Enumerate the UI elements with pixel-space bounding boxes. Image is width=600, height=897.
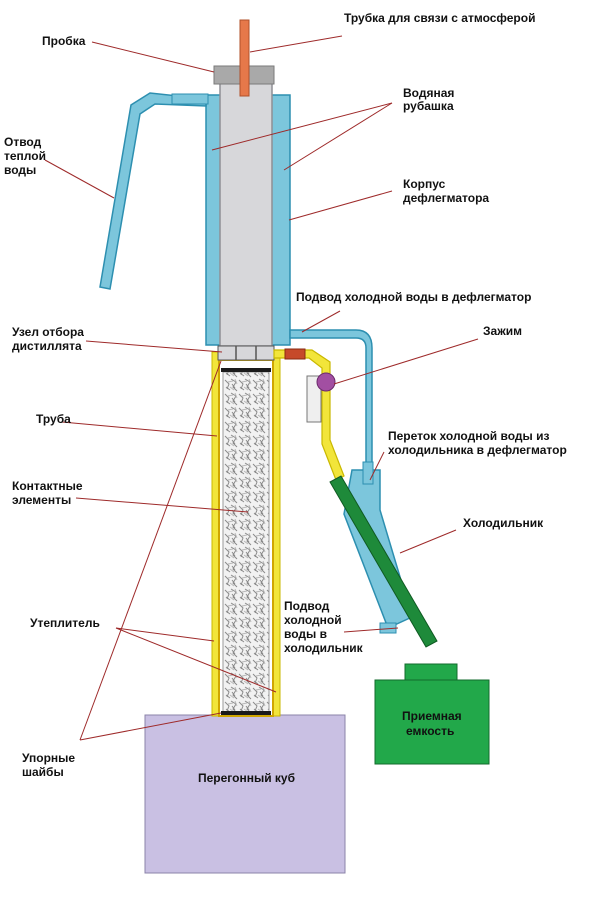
- contact-elements: [222, 371, 270, 713]
- support-washer-top: [221, 368, 271, 372]
- label-cold-in-dephlegmator: Подвод холодной воды в дефлегматор: [296, 290, 531, 304]
- cooler-overflow-stub: [362, 461, 374, 485]
- label-overflow-2: холодильника в дефлегматор: [388, 443, 567, 457]
- label-atmosphere-tube: Трубка для связи с атмосферой: [344, 11, 535, 25]
- clamp-body: [306, 375, 322, 423]
- label-washers-2: шайбы: [22, 765, 64, 779]
- label-warm-outlet-1: Отвод: [4, 135, 42, 149]
- label-cold-in-cooler-3: воды в: [284, 627, 327, 641]
- label-cold-in-cooler-2: холодной: [284, 613, 342, 627]
- label-cold-in-cooler-4: холодильник: [284, 641, 364, 655]
- atmosphere-tube: [239, 19, 250, 97]
- distillate-takeoff-node: [217, 345, 275, 361]
- label-clamp: Зажим: [483, 324, 522, 338]
- label-body-1: Корпус: [403, 177, 446, 191]
- label-washers-1: Упорные: [22, 751, 75, 765]
- support-washer-bottom: [221, 711, 271, 715]
- label-body-2: дефлегматора: [403, 191, 489, 205]
- dephlegmator-body: [219, 81, 273, 347]
- clamp: [316, 372, 336, 392]
- label-insulation: Утеплитель: [30, 616, 100, 630]
- label-cold-in-cooler-1: Подвод: [284, 599, 330, 613]
- label-water-jacket-1: Водяная: [403, 86, 454, 100]
- label-contact-elements-2: элементы: [12, 493, 71, 507]
- cooler-inner-tube: [329, 475, 438, 648]
- label-still-pot: Перегонный куб: [198, 771, 295, 785]
- label-pipe: Труба: [36, 412, 71, 426]
- receiver-neck: [404, 663, 458, 683]
- label-takeoff-2: дистиллята: [12, 339, 82, 353]
- label-receiver-2: емкость: [406, 724, 454, 738]
- warm-water-outlet: [99, 92, 207, 290]
- label-plug: Пробка: [42, 34, 86, 48]
- label-overflow-1: Переток холодной воды из: [388, 429, 549, 443]
- leader-lines: [44, 35, 479, 741]
- label-warm-outlet-2: теплой: [4, 149, 46, 163]
- receiver-vessel: [374, 679, 490, 765]
- label-takeoff-1: Узел отбора: [12, 325, 84, 339]
- label-receiver-1: Приемная: [402, 709, 462, 723]
- label-warm-outlet-3: воды: [4, 163, 36, 177]
- still-pot: [144, 714, 346, 874]
- label-water-jacket-2: рубашка: [403, 99, 454, 113]
- label-cooler: Холодильник: [463, 516, 544, 530]
- label-contact-elements-1: Контактные: [12, 479, 83, 493]
